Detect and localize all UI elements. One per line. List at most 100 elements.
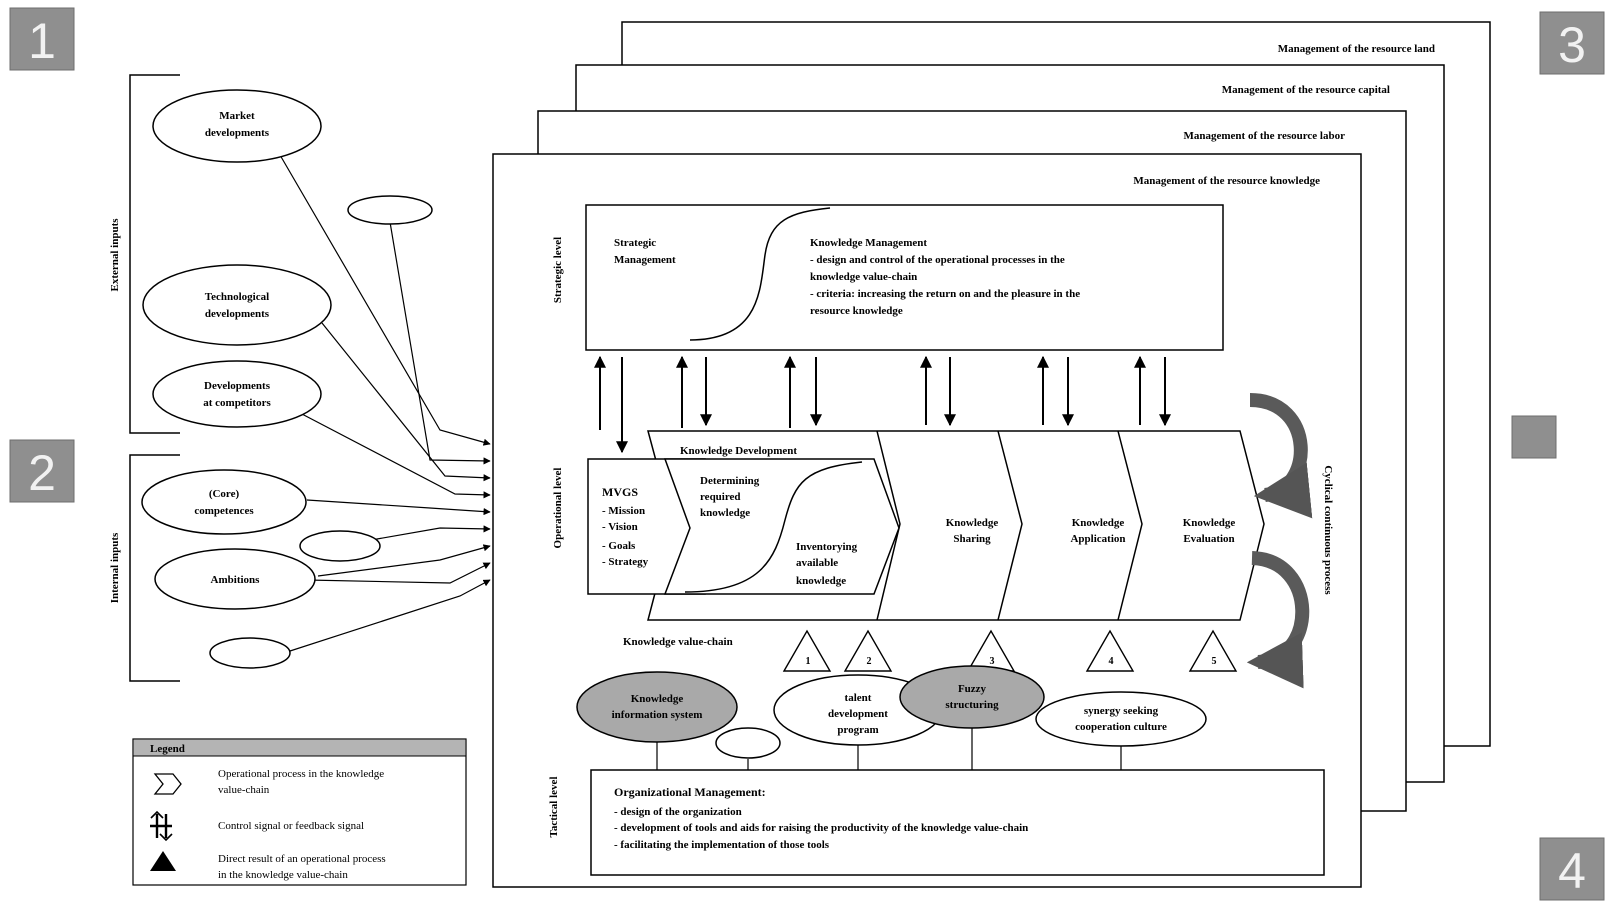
svg-text:Management of the resource lab: Management of the resource labor [1183,130,1345,142]
svg-text:Fuzzy: Fuzzy [958,683,987,695]
svg-text:Knowledge: Knowledge [631,693,684,705]
svg-text:cooperation culture: cooperation culture [1075,721,1167,733]
knowledge-application-label: Knowledge Application [1070,517,1125,545]
ellipse-core-competences: (Core) competences [141,469,307,535]
legend-control-signal-icon [150,810,173,842]
svg-text:at competitors: at competitors [203,397,271,409]
ellipse-market: Market developments [152,89,322,163]
svg-text:program: program [837,724,878,736]
result-2: 2 [843,629,893,672]
svg-text:Management: Management [614,254,676,266]
ellipse-technological: Technological developments [142,264,332,346]
svg-text:Ambitions: Ambitions [211,574,261,586]
legend-chevron-icon [153,773,182,795]
internal-inputs-bracket [129,454,180,682]
external-inputs-bracket [129,74,180,434]
svg-text:- Strategy: - Strategy [602,556,649,568]
cyclical-arrows [1246,393,1313,689]
svg-text:Management of the resource kno: Management of the resource knowledge [1133,175,1320,187]
svg-text:1: 1 [28,13,56,69]
fuzzy-structuring: Fuzzy structuring [899,665,1045,729]
badge-4: 4 [1539,837,1605,901]
svg-text:MVGS: MVGS [602,485,638,499]
svg-text:Knowledge Management: Knowledge Management [810,237,927,249]
ellipse-blank-4 [715,727,781,759]
svg-text:(Core): (Core) [209,488,240,500]
svg-text:- Vision: - Vision [602,521,638,533]
svg-text:1: 1 [806,656,811,667]
svg-text:Management of the resource lan: Management of the resource land [1278,43,1435,55]
ellipse-ambitions: Ambitions [154,548,316,610]
svg-text:structuring: structuring [945,699,999,711]
badge-3: 3 [1539,11,1605,75]
svg-text:available: available [796,557,838,569]
svg-text:Knowledge Development: Knowledge Development [680,445,797,457]
external-inputs-label: External inputs [109,218,121,292]
control-feedback-arrows [594,355,1171,454]
legend-triangle-icon [150,851,176,871]
ellipse-blank-2 [299,530,381,562]
svg-text:- development of tools and aid: - development of tools and aids for rais… [614,822,1028,834]
svg-text:Control signal or feedback sig: Control signal or feedback signal [218,820,364,832]
gray-marker [1511,415,1557,459]
value-chain-label: Knowledge value-chain [623,636,733,648]
svg-text:4: 4 [1109,656,1114,667]
svg-text:Knowledge: Knowledge [946,517,999,529]
badge-2: 2 [9,439,75,503]
ellipse-blank-3 [209,637,291,669]
svg-text:required: required [700,491,741,503]
svg-text:Organizational Management:: Organizational Management: [614,785,766,799]
result-1: 1 [782,629,832,672]
svg-text:Determining: Determining [700,475,760,487]
svg-text:knowledge: knowledge [796,575,846,587]
tactical-level-label: Tactical level [548,777,560,838]
input-connectors [279,154,491,652]
svg-text:Technological: Technological [205,291,269,303]
strategic-level-label: Strategic level [552,237,564,303]
svg-text:- Goals: - Goals [602,540,636,552]
svg-text:Inventorying: Inventorying [796,541,858,553]
svg-text:Evaluation: Evaluation [1183,533,1234,545]
tactical-box: Organizational Management: - design of t… [590,769,1325,876]
svg-text:2: 2 [28,445,56,501]
knowledge-evaluation-label: Knowledge Evaluation [1183,517,1236,545]
operational-level-label: Operational level [552,468,564,549]
svg-text:Operational process in the kno: Operational process in the knowledge [218,768,384,780]
result-4: 4 [1085,629,1135,672]
svg-text:- criteria: increasing the ret: - criteria: increasing the return on and… [810,288,1080,300]
svg-text:value-chain: value-chain [218,784,270,796]
svg-text:in the knowledge value-chain: in the knowledge value-chain [218,869,348,881]
svg-text:2: 2 [867,656,872,667]
svg-text:Knowledge: Knowledge [1183,517,1236,529]
badge-1: 1 [9,7,75,71]
svg-text:Direct result of an operationa: Direct result of an operational process [218,853,386,865]
result-5: 5 [1188,629,1238,672]
svg-text:Strategic: Strategic [614,237,656,249]
svg-text:Knowledge: Knowledge [1072,517,1125,529]
strategic-box: Strategic Management Knowledge Managemen… [585,204,1224,351]
svg-text:Management of the resource cap: Management of the resource capital [1222,84,1390,96]
result-triangles: 1 2 3 4 5 [782,629,1238,672]
knowledge-development-chevron: Knowledge Development Determining requir… [663,445,900,595]
ellipse-blank-1 [347,195,433,225]
cyclical-process-label: Cyclical continuous process [1322,465,1334,595]
synergy-seeking-culture: synergy seeking cooperation culture [1035,691,1207,747]
svg-text:- design and control of the op: - design and control of the operational … [810,254,1065,266]
svg-text:synergy seeking: synergy seeking [1084,705,1159,717]
svg-text:3: 3 [1558,17,1586,73]
svg-text:competences: competences [194,505,254,517]
svg-text:Legend: Legend [150,743,185,755]
svg-text:4: 4 [1558,843,1586,899]
svg-text:developments: developments [205,308,270,320]
svg-text:Developments: Developments [204,380,271,392]
svg-text:Market: Market [219,110,255,122]
svg-text:Application: Application [1070,533,1125,545]
svg-text:knowledge value-chain: knowledge value-chain [810,271,917,283]
tactical-connectors [656,726,1122,770]
svg-text:developments: developments [205,127,270,139]
svg-text:- Mission: - Mission [602,505,645,517]
svg-text:knowledge: knowledge [700,507,750,519]
svg-text:5: 5 [1212,656,1217,667]
knowledge-sharing-label: Knowledge Sharing [946,517,999,545]
